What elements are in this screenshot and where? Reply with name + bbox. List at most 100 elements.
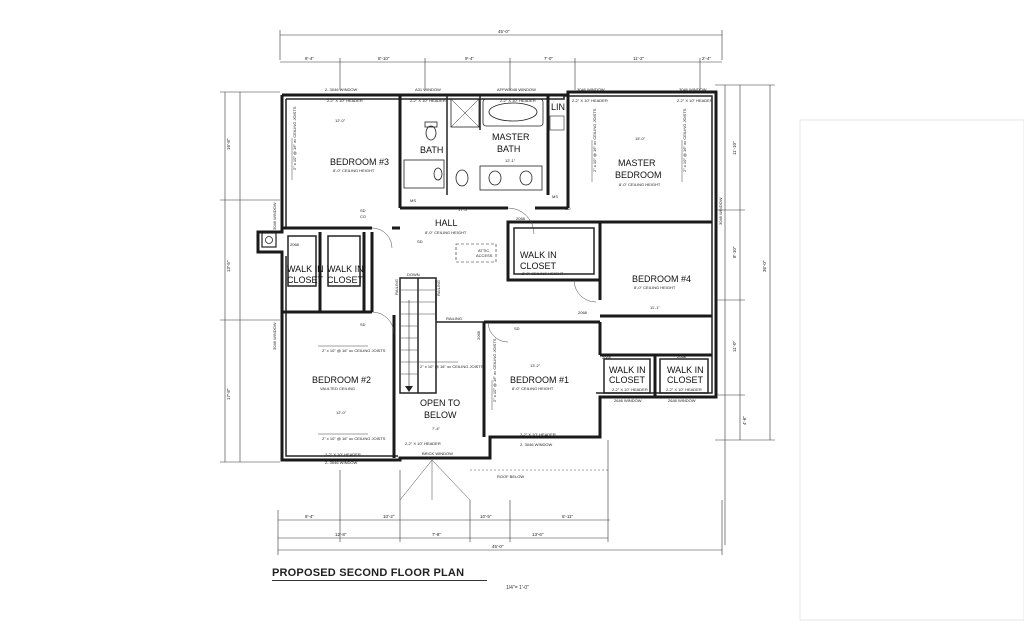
sd-label: SD: [360, 208, 366, 213]
window-label: 3046 WINDOW: [272, 202, 277, 230]
top-dimensions: 45'-0" 8'-4" 8'-10" 9'-4" 7'-0" 11'-2" 2…: [279, 29, 723, 90]
room-label-walkin-closet-2: CLOSET: [287, 275, 324, 285]
plan-title: PROPOSED SECOND FLOOR PLAN: [272, 567, 465, 579]
dim-note: 15'-0": [635, 136, 646, 141]
chimney: [261, 232, 277, 248]
ceiling-note: 8'-0" CEILING HEIGHT: [512, 386, 554, 391]
left-dim-2: 13'-5": [226, 260, 231, 272]
railing-label: RAILING: [446, 316, 462, 321]
window-label: 3046 WINDOW: [718, 197, 723, 225]
header-label: 2-2" X 10" HEADER: [572, 98, 608, 103]
brick-window-label: BRICK WINDOW: [422, 451, 453, 456]
joist-note: 2" x 10" @ 16" oc CEILING JOISTS: [292, 106, 297, 170]
door-label: 2068: [677, 354, 687, 359]
roof-below-label: ROOF BELOW: [497, 474, 524, 479]
bottom-dim: 8'-4": [305, 514, 314, 519]
room-label-walkin-r1-2: CLOSET: [609, 375, 646, 385]
dim-note: 17'-5": [458, 207, 469, 212]
door-label: 2068: [290, 242, 300, 247]
ceiling-note: 8'-0" CEILING HEIGHT: [522, 271, 564, 276]
window-label: A31 WINDOW: [415, 87, 441, 92]
joist-note: 2" x 10" @ 16" oc CEILING JOISTS: [420, 364, 484, 369]
window-label: 3046 WINDOW: [272, 322, 277, 350]
room-label-bedroom4: BEDROOM #4: [632, 274, 691, 284]
left-dim-1: 16'-8": [226, 138, 231, 150]
room-label-lin: LIN: [551, 102, 565, 112]
room-label-walkin-r2-2: CLOSET: [667, 375, 704, 385]
header-label: 2-2" X 10" HEADER: [612, 387, 648, 392]
door-label: 2068: [602, 355, 612, 360]
header-label: 2-2" X 10" HEADER: [410, 98, 446, 103]
bottom-dim: 6'-11": [562, 514, 574, 519]
dim-note: 12'-1": [505, 158, 516, 163]
top-dim-1: 8'-4": [305, 56, 314, 61]
dim-note: 13'-2": [530, 363, 541, 368]
right-dim-1: 11'-10": [732, 141, 737, 155]
ms-label: MS: [410, 198, 416, 203]
room-label-walkin-r2: WALK IN: [667, 365, 704, 375]
bottom-dimensions: 8'-4" 10'-2" 10'-5" 6'-11" 12'-8" 7'-8" …: [277, 440, 723, 555]
bottom-overall-dim: 45'-0": [492, 544, 504, 549]
dim-note: 11'-1": [650, 305, 660, 310]
joist-note: 2" x 10" @ 16" oc CEILING JOISTS: [322, 348, 386, 353]
room-label-walkin-r1: WALK IN: [609, 365, 646, 375]
room-label-open-below-2: BELOW: [424, 410, 457, 420]
ceiling-note: 8'-0" CEILING HEIGHT: [425, 230, 467, 235]
window-label: 2646 WINDOW: [614, 398, 642, 403]
top-dim-2: 8'-10": [378, 56, 390, 61]
sd-label: SD: [565, 206, 571, 211]
window-label: 3046 WINDOW: [679, 87, 707, 92]
ceiling-note: 8'-0" CEILING HEIGHT: [619, 182, 661, 187]
sd-label: SD: [360, 322, 366, 327]
header-label: 2-2" X 10" HEADER: [405, 441, 441, 446]
top-dim-4: 7'-0": [544, 56, 553, 61]
right-dim-4: 4'-6": [742, 416, 747, 425]
header-label: 2-2" X 10" HEADER: [666, 387, 702, 392]
bottom-dim: 10'-5": [480, 514, 492, 519]
ms-label: MS: [552, 194, 558, 199]
chimney-flue: [265, 236, 273, 244]
attic-label: ATTIC: [478, 248, 489, 253]
title-underline: [272, 580, 487, 581]
room-label-walkin-closet: WALK IN: [327, 264, 364, 274]
interior-walls: [282, 95, 712, 458]
room-label-walkin-closet-2: CLOSET: [327, 275, 364, 285]
joist-note: 2" x 10" @ 16" oc CEILING JOISTS: [682, 108, 687, 172]
window-label: AFFW5046 WINDOW: [497, 87, 536, 92]
co-label: CO: [360, 214, 366, 219]
room-label-master-bath-2: BATH: [497, 144, 520, 154]
left-dimensions: 16'-8" 13'-5" 17'-8": [220, 91, 280, 463]
top-dim-6: 2'-4": [702, 56, 711, 61]
room-label-bedroom3: BEDROOM #3: [330, 157, 389, 167]
fixtures: [371, 98, 610, 501]
room-label-master-bedroom-2: BEDROOM: [615, 170, 662, 180]
room-label-walkin-master: WALK IN: [520, 250, 557, 260]
bottom-dim: 10'-2": [383, 514, 395, 519]
room-label-bedroom1: BEDROOM #1: [510, 375, 569, 385]
window-label: 2- 3046 WINDOW: [325, 460, 357, 465]
attic-label-2: ACCESS: [476, 253, 493, 258]
top-overall-dim: 45'-0": [498, 29, 510, 34]
door-label: 2068: [578, 310, 588, 315]
door-label: 2068: [476, 330, 481, 340]
door-label: 2068: [516, 216, 526, 221]
room-label-walkin-closet: WALK IN: [287, 264, 324, 274]
header-label: 2-2" X 10" HEADER: [327, 98, 363, 103]
dim-note: 7'-4": [432, 426, 441, 431]
right-overall-dim: 36'-0": [762, 260, 767, 272]
room-label-hall: HALL: [435, 218, 458, 228]
room-label-master-bath: MASTER: [492, 132, 530, 142]
joist-note: 2" x 10" @ 16" oc CEILING JOISTS: [322, 436, 386, 441]
left-dim-3: 17'-8": [226, 388, 231, 400]
joist-note: 2" x 10" @ 16" oc CEILING JOISTS: [592, 108, 597, 172]
bottom-dim: 7'-8": [432, 532, 441, 537]
window-label: 3046 WINDOW: [577, 87, 605, 92]
plan-scale: 1/4"= 1'-0": [506, 585, 529, 591]
ceiling-note: 8'-0" CEILING HEIGHT: [634, 285, 676, 290]
header-label: 2-2" X 10" HEADER: [500, 98, 536, 103]
right-dim-2: 8'-10": [732, 246, 737, 258]
room-label-bedroom2: BEDROOM #2: [312, 375, 371, 385]
stair-down-label: DOWN: [407, 272, 420, 277]
room-label-bath: BATH: [420, 145, 443, 155]
